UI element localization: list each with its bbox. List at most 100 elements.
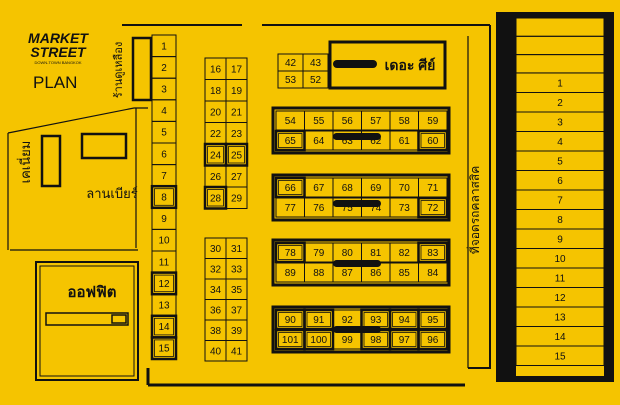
stall-a-2-number: 2	[161, 63, 167, 74]
stall-blk-80-number: 80	[342, 248, 354, 259]
right-stall-frame	[496, 12, 614, 382]
stall-blk-67-number: 67	[313, 183, 325, 194]
stall-b-40-number: 40	[210, 346, 222, 357]
stall-b-29-number: 29	[231, 193, 243, 204]
stall-b-28-number: 28	[210, 193, 222, 204]
stall-b-33-number: 33	[231, 264, 243, 275]
stall-b-18-number: 18	[210, 86, 222, 97]
stall-blk-70-number: 70	[399, 183, 411, 194]
stall-a-15-number: 15	[158, 344, 170, 355]
stall-blk-56-number: 56	[342, 116, 354, 127]
stall-b-38-number: 38	[210, 326, 222, 337]
stall-blk-78-number: 78	[285, 248, 297, 259]
stall-right-9-number: 9	[557, 234, 563, 245]
office-label: ออฟฟิต	[68, 283, 117, 301]
stall-blk-95-number: 95	[427, 315, 439, 326]
stall-right-6-number: 6	[557, 176, 563, 187]
stall-blk-83: 83	[417, 241, 449, 264]
stall-blk-62-number: 62	[370, 136, 382, 147]
stall-blk-86-number: 86	[370, 268, 382, 279]
stall-blk-79-number: 79	[313, 248, 325, 259]
stall-right-14-number: 14	[554, 332, 566, 343]
stall-b-41-number: 41	[231, 346, 243, 357]
stall-blk-71-number: 71	[427, 183, 439, 194]
stall-blk-55-number: 55	[313, 116, 325, 127]
stall-block-3	[271, 238, 451, 287]
stall-right-8-number: 8	[557, 215, 563, 226]
stall-blk-94-number: 94	[399, 315, 411, 326]
logo-line2: STREET	[30, 44, 87, 60]
logo-tagline: DOWN-TOWN BANGKOK	[34, 60, 81, 65]
stall-b-23-number: 23	[231, 129, 243, 140]
stall-blk-91-number: 91	[313, 315, 325, 326]
the-sky-area: เดอะ ศีย์	[328, 40, 447, 90]
yellow-shop-label: ร้านดูเหลือง	[112, 42, 125, 98]
stall-right-5-number: 5	[557, 156, 563, 167]
yellow-shop-block	[131, 36, 153, 102]
stall-b-24-number: 24	[210, 150, 222, 161]
stall-block-1	[271, 106, 451, 155]
stall-b-32-number: 32	[210, 264, 222, 275]
stall-blk-75-number: 75	[342, 203, 354, 214]
stall-b-21-number: 21	[231, 107, 243, 118]
stall-c-53-number: 53	[285, 75, 297, 86]
stall-blk-92-number: 92	[342, 315, 354, 326]
stall-b-34-number: 34	[210, 285, 222, 296]
stall-a-12-number: 12	[158, 279, 170, 290]
stall-blk-87-number: 87	[342, 268, 354, 279]
stall-blk-84-number: 84	[427, 268, 439, 279]
stall-blk-73-number: 73	[399, 203, 411, 214]
stall-a-15: 15	[150, 336, 178, 361]
stall-blk-93-number: 93	[370, 315, 382, 326]
stall-b-16-number: 16	[210, 64, 222, 75]
office-area: ออฟฟิต	[35, 261, 139, 381]
stall-blk-100-number: 100	[310, 335, 327, 346]
stall-blk-60: 60	[417, 129, 449, 152]
stall-b-17-number: 17	[231, 64, 243, 75]
stall-c-52-number: 52	[310, 75, 322, 86]
stall-b-20-number: 20	[210, 107, 222, 118]
stall-a-9-number: 9	[161, 214, 167, 225]
the-sky-label: เดอะ ศีย์	[385, 57, 436, 73]
stall-right-11-number: 11	[555, 273, 566, 284]
stall-right-13-number: 13	[554, 312, 566, 323]
stall-right-3-number: 3	[557, 117, 563, 128]
stall-blk-81-number: 81	[370, 248, 382, 259]
stall-b-30-number: 30	[210, 244, 222, 255]
beer-yard-label: ลานเบียร์	[86, 186, 137, 201]
stall-blk-98-number: 98	[370, 335, 382, 346]
stall-blk-88-number: 88	[313, 268, 325, 279]
stall-blk-96-number: 96	[427, 335, 439, 346]
stall-right-10-number: 10	[554, 254, 566, 265]
stall-blk-57-number: 57	[370, 116, 382, 127]
stall-b-25-number: 25	[231, 150, 243, 161]
stall-blk-69-number: 69	[370, 183, 382, 194]
stall-blk-72: 72	[417, 196, 449, 219]
stall-a-11-number: 11	[159, 257, 170, 268]
plan-label: PLAN	[33, 73, 77, 92]
stall-blk-64-number: 64	[313, 136, 325, 147]
boundary-walls	[7, 24, 491, 387]
stall-b-22-number: 22	[210, 129, 222, 140]
stall-blk-85-number: 85	[399, 268, 411, 279]
stall-blk-89-number: 89	[285, 268, 297, 279]
stall-blk-96: 96	[417, 328, 449, 351]
stall-blk-101-number: 101	[282, 335, 299, 346]
stall-blk-82-number: 82	[399, 248, 411, 259]
stall-c-42-number: 42	[285, 58, 297, 69]
stall-b-35-number: 35	[231, 285, 243, 296]
stall-blk-65-number: 65	[285, 136, 297, 147]
stall-c-43-number: 43	[310, 58, 322, 69]
stall-blk-76-number: 76	[313, 203, 325, 214]
stall-a-8-number: 8	[161, 193, 167, 204]
stall-block-2	[271, 173, 451, 222]
parking-label: ที่จอดรถคลาสสิค	[466, 166, 482, 254]
stall-right-15-number: 15	[554, 351, 566, 362]
stall-blk-60-number: 60	[427, 136, 439, 147]
stall-a-4-number: 4	[161, 106, 167, 117]
kienyum-label: เคเนี่ยม	[17, 141, 33, 184]
stall-blk-83-number: 83	[427, 248, 439, 259]
